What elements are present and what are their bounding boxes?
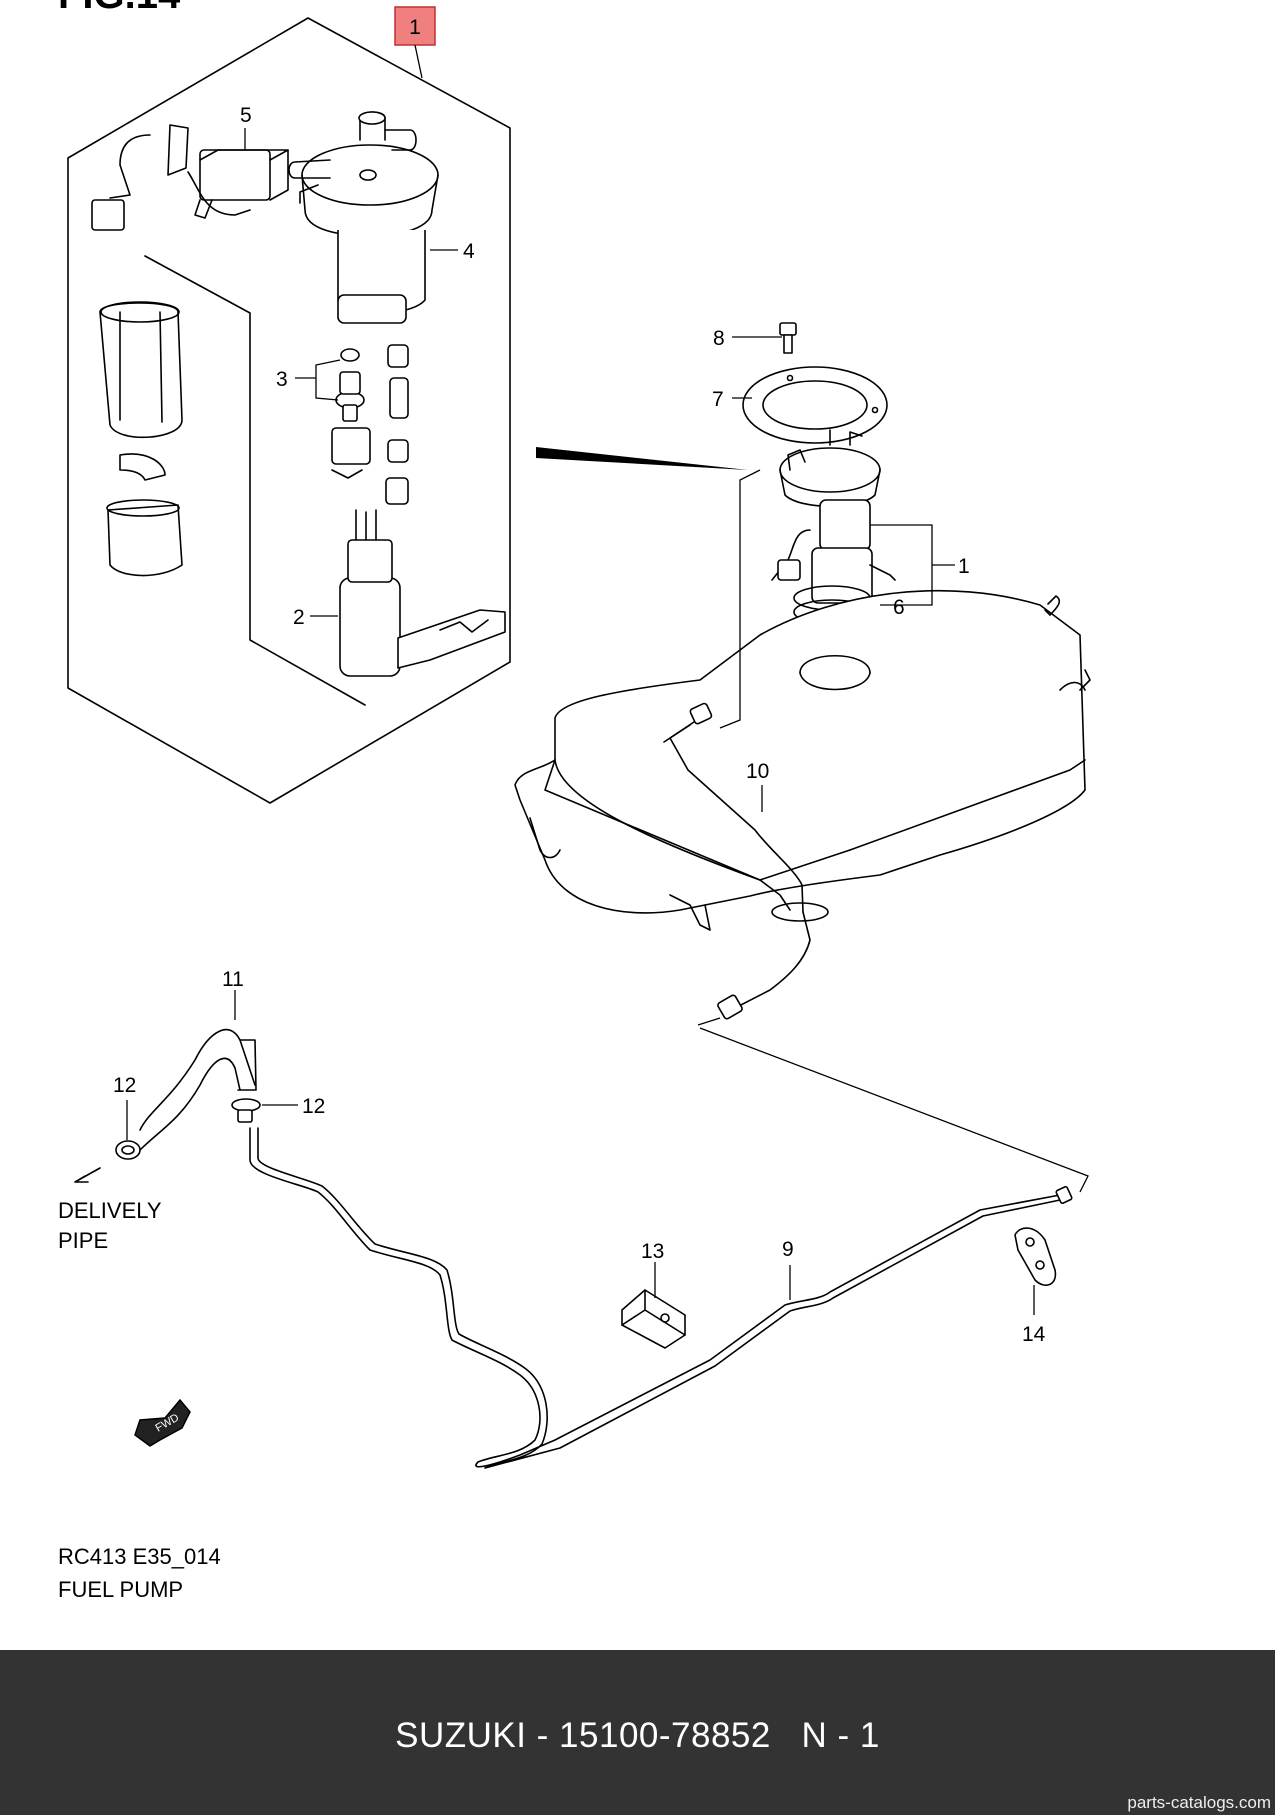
callout-12-left[interactable]: 12: [113, 1074, 136, 1097]
hose-part-11[interactable]: [139, 1028, 257, 1151]
part-number-title: SUZUKI - 15100-78852 N - 1: [395, 1716, 880, 1755]
gasket-part-7[interactable]: [742, 366, 888, 444]
connector-harness-part-5[interactable]: [91, 124, 289, 231]
callout-1[interactable]: 1: [958, 555, 970, 578]
callout-7[interactable]: 7: [712, 388, 724, 411]
bolt-part-8[interactable]: [779, 322, 797, 354]
delivery-pipe-note-line-1: DELIVELY: [58, 1198, 162, 1223]
fwd-arrow-icon: FWD: [134, 1398, 191, 1447]
drawing-title: FUEL PUMP: [58, 1577, 183, 1602]
callout-5[interactable]: 5: [240, 104, 252, 127]
footer-bar: SUZUKI - 15100-78852 N - 1 parts-catalog…: [0, 1650, 1275, 1815]
fuel-tank[interactable]: [514, 589, 1091, 931]
callout-13[interactable]: 13: [641, 1240, 664, 1263]
watermark: parts-catalogs.com: [1127, 1793, 1271, 1812]
callout-1-selected-label: 1: [409, 16, 421, 39]
callout-3[interactable]: 3: [276, 368, 288, 391]
delivery-pipe-note-line-2: PIPE: [58, 1228, 108, 1253]
callout-14[interactable]: 14: [1022, 1323, 1046, 1346]
pipe-part-10[interactable]: [663, 702, 811, 1020]
drawing-code: RC413 E35_014: [58, 1544, 221, 1569]
pump-flange-part-4[interactable]: [288, 111, 439, 324]
callout-9[interactable]: 9: [782, 1238, 794, 1261]
callout-8[interactable]: 8: [713, 327, 725, 350]
assembly-arrow: [536, 447, 748, 470]
fuel-pump-part-2[interactable]: [339, 509, 506, 677]
callout-6[interactable]: 6: [893, 596, 905, 619]
callout-11[interactable]: 11: [222, 968, 244, 991]
figure-label: FIG.14: [58, 0, 181, 17]
grommet-part-14[interactable]: [1014, 1227, 1057, 1286]
callout-12-right[interactable]: 12: [302, 1095, 325, 1118]
callout-10[interactable]: 10: [746, 760, 769, 783]
pump-subassembly-boundary: [144, 255, 366, 706]
fittings-part-3[interactable]: [331, 344, 409, 505]
assembly-boundary: [67, 17, 511, 804]
callout-1-selected[interactable]: 1: [394, 6, 436, 46]
callout-2[interactable]: 2: [293, 606, 305, 629]
clamp-part-12-a[interactable]: [115, 1140, 141, 1160]
callout-4[interactable]: 4: [463, 240, 475, 263]
fuel-pipe-part-9[interactable]: [249, 1127, 1073, 1469]
bracket-part-13[interactable]: [621, 1289, 686, 1349]
parts-diagram: FIG.14 1: [58, 0, 1091, 1602]
pump-holder-parts[interactable]: [99, 301, 183, 577]
clamp-part-12-b[interactable]: [231, 1098, 261, 1123]
